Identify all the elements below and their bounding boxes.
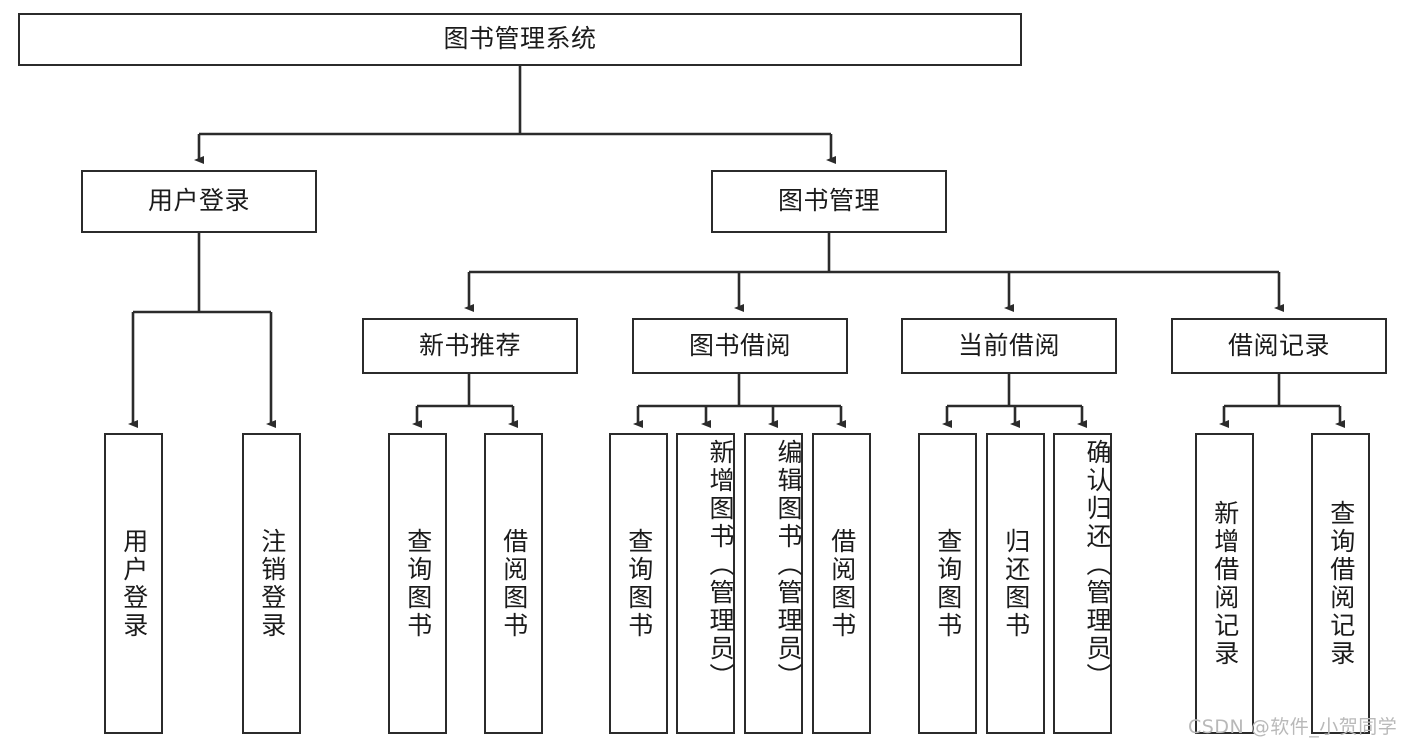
node-leaf-query-book-3[interactable]: 查询图书 <box>918 433 977 734</box>
node-leaf-edit-book[interactable]: 编辑图书（管理员） <box>744 433 803 734</box>
leaf-user-login-wrap: 用户登录 <box>106 439 161 728</box>
node-leaf-query-record-label: 查询借阅记录 <box>1326 499 1356 668</box>
watermark: CSDN @软件_小贺同学 <box>1188 716 1398 738</box>
node-leaf-add-book-label: 新增图书（管理员） <box>706 439 735 691</box>
node-leaf-user-login-label: 用户登录 <box>119 527 149 640</box>
node-leaf-add-record[interactable]: 新增借阅记录 <box>1195 433 1254 734</box>
node-book-borrow[interactable]: 图书借阅 <box>632 318 848 374</box>
leaf-query-book-2-wrap: 查询图书 <box>611 439 666 728</box>
node-leaf-query-book-1[interactable]: 查询图书 <box>388 433 447 734</box>
node-leaf-query-book-1-label: 查询图书 <box>403 527 433 640</box>
leaf-borrow-book-1-wrap: 借阅图书 <box>486 439 541 728</box>
node-leaf-query-record[interactable]: 查询借阅记录 <box>1311 433 1370 734</box>
leaf-query-record-wrap: 查询借阅记录 <box>1313 439 1368 728</box>
node-leaf-confirm-return[interactable]: 确认归还（管理员） <box>1053 433 1112 734</box>
node-user-login-label: 用户登录 <box>147 186 250 216</box>
node-leaf-query-book-3-label: 查询图书 <box>933 527 963 640</box>
node-leaf-add-record-label: 新增借阅记录 <box>1210 499 1240 668</box>
node-leaf-return-book[interactable]: 归还图书 <box>986 433 1045 734</box>
node-new-book-recommend-label: 新书推荐 <box>418 330 521 360</box>
leaf-query-book-3-wrap: 查询图书 <box>920 439 975 728</box>
node-current-borrow-label: 当前借阅 <box>957 330 1060 360</box>
node-leaf-user-login[interactable]: 用户登录 <box>104 433 163 734</box>
node-leaf-borrow-book-1-label: 借阅图书 <box>499 527 529 640</box>
node-current-borrow[interactable]: 当前借阅 <box>901 318 1117 374</box>
node-user-login[interactable]: 用户登录 <box>81 170 317 233</box>
node-leaf-query-book-2[interactable]: 查询图书 <box>609 433 668 734</box>
leaf-borrow-book-2-wrap: 借阅图书 <box>814 439 869 728</box>
leaf-return-book-wrap: 归还图书 <box>988 439 1043 728</box>
node-root-label: 图书管理系统 <box>443 24 597 54</box>
node-leaf-edit-book-label: 编辑图书（管理员） <box>774 439 803 691</box>
node-leaf-borrow-book-2[interactable]: 借阅图书 <box>812 433 871 734</box>
node-leaf-borrow-book-1[interactable]: 借阅图书 <box>484 433 543 734</box>
node-borrow-record-label: 借阅记录 <box>1227 330 1330 360</box>
node-root[interactable]: 图书管理系统 <box>18 13 1022 66</box>
node-book-manage[interactable]: 图书管理 <box>711 170 947 233</box>
node-book-borrow-label: 图书借阅 <box>688 330 791 360</box>
node-leaf-logout-login-label: 注销登录 <box>257 527 287 640</box>
node-leaf-logout-login[interactable]: 注销登录 <box>242 433 301 734</box>
node-leaf-borrow-book-2-label: 借阅图书 <box>827 527 857 640</box>
leaf-add-record-wrap: 新增借阅记录 <box>1197 439 1252 728</box>
node-leaf-confirm-return-label: 确认归还（管理员） <box>1083 439 1112 691</box>
leaf-query-book-1-wrap: 查询图书 <box>390 439 445 728</box>
node-new-book-recommend[interactable]: 新书推荐 <box>362 318 578 374</box>
node-leaf-query-book-2-label: 查询图书 <box>624 527 654 640</box>
node-book-manage-label: 图书管理 <box>777 186 880 216</box>
node-leaf-add-book[interactable]: 新增图书（管理员） <box>676 433 735 734</box>
node-borrow-record[interactable]: 借阅记录 <box>1171 318 1387 374</box>
node-leaf-return-book-label: 归还图书 <box>1001 527 1031 640</box>
leaf-logout-login-wrap: 注销登录 <box>244 439 299 728</box>
